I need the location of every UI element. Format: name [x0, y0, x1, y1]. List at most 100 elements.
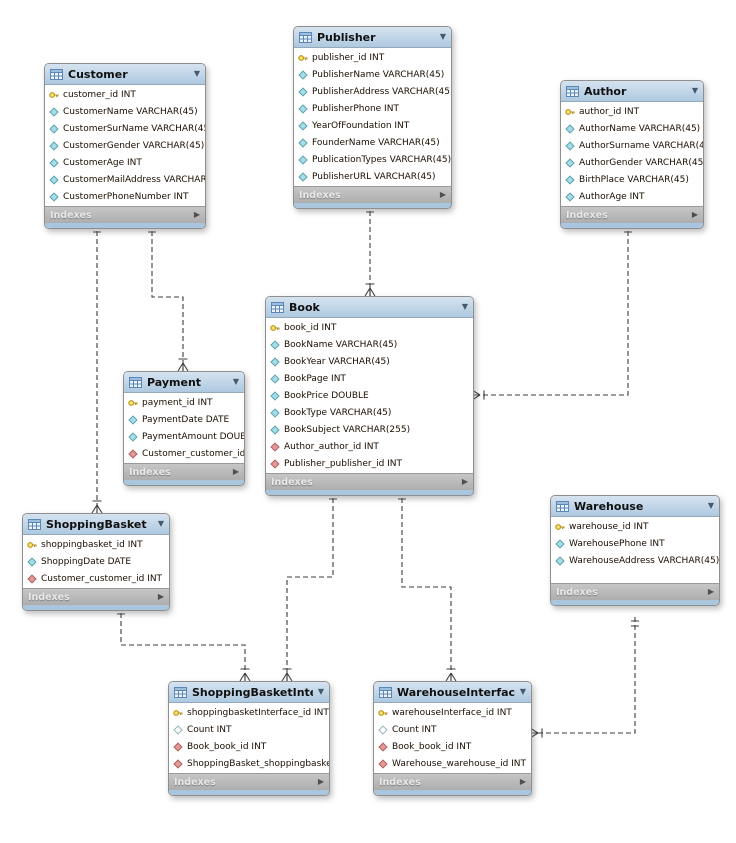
collapse-arrow-icon[interactable]: ▼ — [317, 687, 324, 696]
indexes-section[interactable]: Indexes▶ — [124, 463, 244, 480]
relationship-ShoppingBasket-ShoppingBasketInterface[interactable] — [117, 605, 251, 682]
table-header[interactable]: WarehouseInterface▼ — [374, 682, 531, 703]
column-row[interactable]: ShoppingBasket_shoppingbasket_id INT — [169, 755, 329, 772]
collapse-arrow-icon[interactable]: ▼ — [232, 377, 239, 386]
column-row[interactable]: book_id INT — [266, 319, 473, 336]
column-row[interactable]: Customer_customer_id INT — [23, 570, 169, 587]
collapse-arrow-icon[interactable]: ▼ — [707, 501, 714, 510]
column-row[interactable]: warehouse_id INT — [551, 518, 719, 535]
column-row[interactable]: customer_id INT — [45, 86, 205, 103]
column-row[interactable]: Author_author_id INT — [266, 438, 473, 455]
column-row[interactable]: PublisherAddress VARCHAR(45) — [294, 83, 451, 100]
column-row[interactable]: Count INT — [169, 721, 329, 738]
relationship-Customer-ShoppingBasket[interactable] — [91, 223, 103, 514]
expand-arrow-icon[interactable]: ▶ — [691, 210, 698, 219]
expand-arrow-icon[interactable]: ▶ — [519, 777, 526, 786]
column-row[interactable]: CustomerAge INT — [45, 154, 205, 171]
expand-arrow-icon[interactable]: ▶ — [193, 210, 200, 219]
collapse-arrow-icon[interactable]: ▼ — [193, 69, 200, 78]
column-row[interactable]: AuthorAge INT — [561, 188, 703, 205]
expand-arrow-icon[interactable]: ▶ — [317, 777, 324, 786]
column-row[interactable]: PublisherURL VARCHAR(45) — [294, 168, 451, 185]
collapse-arrow-icon[interactable]: ▼ — [691, 86, 698, 95]
column-row[interactable]: CustomerSurName VARCHAR(45) — [45, 120, 205, 137]
indexes-section[interactable]: Indexes▶ — [23, 588, 169, 605]
column-row[interactable]: FounderName VARCHAR(45) — [294, 134, 451, 151]
column-row[interactable]: CustomerGender VARCHAR(45) — [45, 137, 205, 154]
collapse-arrow-icon[interactable]: ▼ — [439, 32, 446, 41]
column-row[interactable]: PublisherPhone INT — [294, 100, 451, 117]
column-row[interactable]: AuthorName VARCHAR(45) — [561, 120, 703, 137]
column-row[interactable]: Book_book_id INT — [169, 738, 329, 755]
indexes-section[interactable]: Indexes▶ — [266, 473, 473, 490]
column-row[interactable]: warehouseInterface_id INT — [374, 704, 531, 721]
column-row[interactable]: BirthPlace VARCHAR(45) — [561, 171, 703, 188]
column-row[interactable]: PaymentAmount DOUBLE — [124, 428, 244, 445]
indexes-section[interactable]: Indexes▶ — [45, 206, 205, 223]
column-row[interactable]: Count INT — [374, 721, 531, 738]
column-row[interactable]: Customer_customer_id INT — [124, 445, 244, 462]
column-row[interactable]: AuthorSurname VARCHAR(45) — [561, 137, 703, 154]
entity-table-ShoppingBasketInterface[interactable]: ShoppingBasketInterface▼shoppingbasketIn… — [168, 681, 330, 796]
table-header[interactable]: Publisher▼ — [294, 27, 451, 48]
column-row[interactable]: publisher_id INT — [294, 49, 451, 66]
column-row[interactable]: YearOfFoundation INT — [294, 117, 451, 134]
column-row[interactable]: CustomerName VARCHAR(45) — [45, 103, 205, 120]
column-row[interactable]: shoppingbasketInterface_id INT — [169, 704, 329, 721]
indexes-section[interactable]: Indexes▶ — [294, 186, 451, 203]
table-header[interactable]: Warehouse▼ — [551, 496, 719, 517]
column-row[interactable]: BookType VARCHAR(45) — [266, 404, 473, 421]
column-row[interactable]: payment_id INT — [124, 394, 244, 411]
column-row[interactable]: BookPage INT — [266, 370, 473, 387]
column-row[interactable]: BookName VARCHAR(45) — [266, 336, 473, 353]
collapse-arrow-icon[interactable]: ▼ — [157, 519, 164, 528]
relationship-Customer-Payment[interactable] — [148, 223, 189, 372]
expand-arrow-icon[interactable]: ▶ — [461, 477, 468, 486]
column-row[interactable]: CustomerPhoneNumber INT — [45, 188, 205, 205]
expand-arrow-icon[interactable]: ▶ — [707, 587, 714, 596]
collapse-arrow-icon[interactable]: ▼ — [519, 687, 526, 696]
table-header[interactable]: ShoppingBasket▼ — [23, 514, 169, 535]
relationship-Book-ShoppingBasketInterface[interactable] — [281, 490, 337, 682]
indexes-section[interactable]: Indexes▶ — [561, 206, 703, 223]
column-row[interactable]: PaymentDate DATE — [124, 411, 244, 428]
column-row[interactable]: PublisherName VARCHAR(45) — [294, 66, 451, 83]
column-row[interactable]: AuthorGender VARCHAR(45) — [561, 154, 703, 171]
column-row[interactable]: BookYear VARCHAR(45) — [266, 353, 473, 370]
expand-arrow-icon[interactable]: ▶ — [157, 592, 164, 601]
table-header[interactable]: Payment▼ — [124, 372, 244, 393]
indexes-section[interactable]: Indexes▶ — [551, 583, 719, 600]
column-row[interactable]: WarehouseAddress VARCHAR(45) — [551, 552, 719, 569]
table-header[interactable]: ShoppingBasketInterface▼ — [169, 682, 329, 703]
collapse-arrow-icon[interactable]: ▼ — [461, 302, 468, 311]
column-row[interactable]: WarehousePhone INT — [551, 535, 719, 552]
column-row[interactable]: BookSubject VARCHAR(255) — [266, 421, 473, 438]
column-row[interactable]: CustomerMailAddress VARCHAR(45) — [45, 171, 205, 188]
relationship-Book-WarehouseInterface[interactable] — [398, 490, 457, 682]
expand-arrow-icon[interactable]: ▶ — [439, 190, 446, 199]
relationship-Warehouse-WarehouseInterface[interactable] — [529, 617, 639, 739]
column-row[interactable]: shoppingbasket_id INT — [23, 536, 169, 553]
column-row[interactable]: ShoppingDate DATE — [23, 553, 169, 570]
indexes-section[interactable]: Indexes▶ — [169, 773, 329, 790]
entity-table-WarehouseInterface[interactable]: WarehouseInterface▼warehouseInterface_id… — [373, 681, 532, 796]
table-header[interactable]: Book▼ — [266, 297, 473, 318]
column-row[interactable]: BookPrice DOUBLE — [266, 387, 473, 404]
column-row[interactable]: PublicationTypes VARCHAR(45) — [294, 151, 451, 168]
expand-arrow-icon[interactable]: ▶ — [232, 467, 239, 476]
column-row[interactable]: Warehouse_warehouse_id INT — [374, 755, 531, 772]
column-row[interactable]: Book_book_id INT — [374, 738, 531, 755]
indexes-section[interactable]: Indexes▶ — [374, 773, 531, 790]
table-header[interactable]: Author▼ — [561, 81, 703, 102]
relationship-Publisher-Book[interactable] — [364, 203, 376, 297]
table-header[interactable]: Customer▼ — [45, 64, 205, 85]
column-row[interactable]: author_id INT — [561, 103, 703, 120]
